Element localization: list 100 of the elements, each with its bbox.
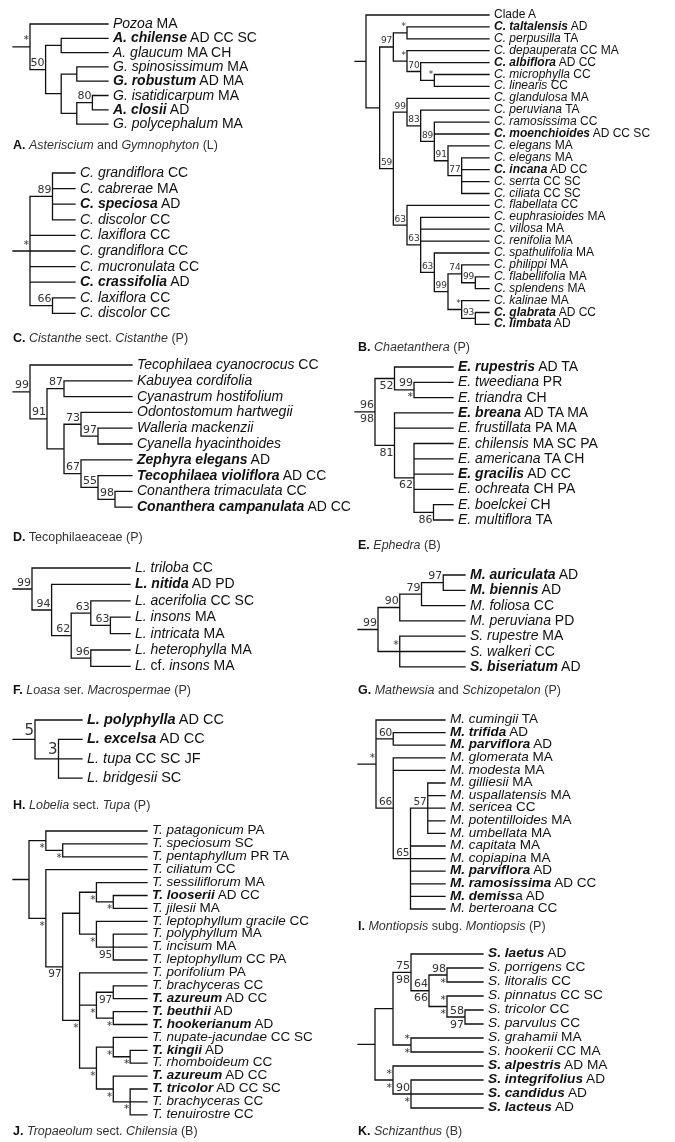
taxon-label: E. frustillata PA MA [458,420,577,436]
taxon-label: C. ciliata CC SC [494,186,581,200]
taxon-label: C. grandiflora CC [80,243,189,258]
taxon-label: L. insons MA [135,609,216,625]
support-value: 3 [47,742,58,758]
support-value: * [404,1032,410,1044]
support-value: 58 [450,1004,464,1016]
support-value: 96 [75,645,90,657]
support-value: 98 [360,413,374,425]
taxon-label: E. ochreata CH PA [458,481,576,497]
support-value: * [39,919,45,931]
taxon-label: T. brachyceras CC [152,1094,264,1109]
taxon-label: C. elegans MA [494,138,573,152]
support-value: 99 [394,101,406,111]
support-value: 98 [432,962,446,974]
taxon-label: C. moenchioides AD CC SC [494,127,651,140]
support-value: * [440,994,446,1005]
taxon-label: E. multiflora TA [458,512,553,527]
taxon-label: C. microphylla CC [494,67,591,81]
taxon-label: L. heterophylla MA [135,642,252,657]
panel-caption: H. Lobelia sect. Tupa (P) [13,798,151,812]
support-value: 60 [378,726,393,738]
taxon-label: G. isatidicarpum MA [113,87,240,103]
support-value: * [456,299,461,308]
support-value: * [386,1067,392,1079]
taxon-label: M. biennis AD [470,582,562,598]
panel-caption: G. Mathewsia and Schizopetalon (P) [358,683,561,697]
support-value: 73 [66,411,80,423]
taxon-label: C. peruviana TA [494,103,580,117]
support-value: 65 [396,846,410,858]
taxon-label: C. laxiflora CC [80,227,171,243]
taxon-label: T. speciosum SC [152,836,254,851]
taxon-label: Conanthera trimaculata CC [137,483,307,499]
support-value: 91 [435,150,447,160]
taxon-label: C. speciosa AD [80,196,181,212]
taxon-label: E. americana TA CH [458,450,585,466]
taxon-label: C. elegans MA [494,150,573,164]
support-value: 50 [30,57,45,69]
support-value: 89 [421,130,434,140]
taxon-label: L. polyphylla AD CC [87,711,224,728]
support-value: 97 [450,1018,464,1030]
taxon-label: C. laxiflora CC [80,289,171,305]
taxon-label: M. gilliesii MA [450,775,533,790]
taxon-label: T. hookerianum AD [152,1016,274,1032]
taxon-label: Tecophilaea violiflora AD CC [137,467,327,483]
taxon-label: C. perpusilla TA [494,31,579,45]
support-value: * [90,1006,96,1018]
support-value: 97 [380,36,393,46]
taxon-label: C. limbata AD [494,317,571,331]
taxon-label: C. linearis CC [494,79,569,93]
support-value: * [401,50,406,60]
taxon-label: T. sessiliflorum MA [152,874,265,890]
taxon-label: M. auriculata AD [470,567,579,582]
support-value: 99 [363,617,377,628]
support-value: * [90,1069,96,1081]
support-value: * [90,893,96,905]
support-value: 97 [428,570,443,582]
support-value: 83 [408,115,420,125]
taxon-label: T. beuthii AD [152,1003,233,1019]
taxon-label: A. chilense AD CC SC [113,30,257,46]
taxon-label: S. alpestris AD MA [488,1058,608,1073]
taxon-label: C. splendens MA [494,281,586,295]
support-value: 55 [83,474,97,486]
support-value: 64 [414,978,428,990]
taxon-label: L. intricata MA [135,625,225,641]
support-value: 63 [421,261,434,271]
taxon-label: C. cabrerae MA [80,180,179,196]
support-value: 66 [414,992,428,1004]
taxon-label: C. villosa MA [494,222,565,236]
support-value: 99 [15,379,29,391]
panel-caption: C. Cistanthe sect. Cistanthe (P) [13,331,189,345]
support-value: * [401,22,406,32]
support-value: 62 [56,623,71,635]
panel-caption: E. Ephedra (B) [358,538,441,552]
taxon-label: T. patagonicum PA [152,823,265,838]
taxon-label: E. tweediana PR [458,374,563,390]
taxon-label: M. peruviana PD [470,612,575,628]
taxon-label: L. acerifolia CC SC [135,592,255,608]
support-value: 66 [37,293,52,305]
taxon-label: C. flabellata CC [494,198,579,212]
taxon-label: M. cumingii TA [450,712,539,727]
support-value: 98 [100,486,114,498]
support-value: 91 [32,406,46,418]
support-value: 62 [399,479,413,491]
taxon-label: C. serrta CC SC [494,174,581,188]
panel-caption: I. Montiopsis subg. Montiopsis (P) [358,919,546,933]
taxon-label: S. integrifolius AD [488,1072,606,1087]
taxon-label: C. euphrasioides MA [494,210,606,224]
taxon-label: C. grandiflora CC [80,165,189,180]
taxon-label: C. glabrata AD CC [494,305,597,319]
taxon-label: T. leptophyllum CC PA [152,952,287,967]
taxon-label: Clade A [494,8,537,21]
taxon-label: L. nitida AD PD [135,576,235,592]
taxon-label: M. berteroana CC [450,901,558,916]
taxon-label: Kabuyea cordifolia [137,372,253,388]
taxon-label: M. foliosa CC [470,597,555,613]
support-value: 59 [380,158,393,168]
taxon-label: G. spinosissimum MA [113,58,249,74]
support-value: 63 [95,612,110,624]
taxon-label: E. gracilis AD CC [458,466,571,482]
